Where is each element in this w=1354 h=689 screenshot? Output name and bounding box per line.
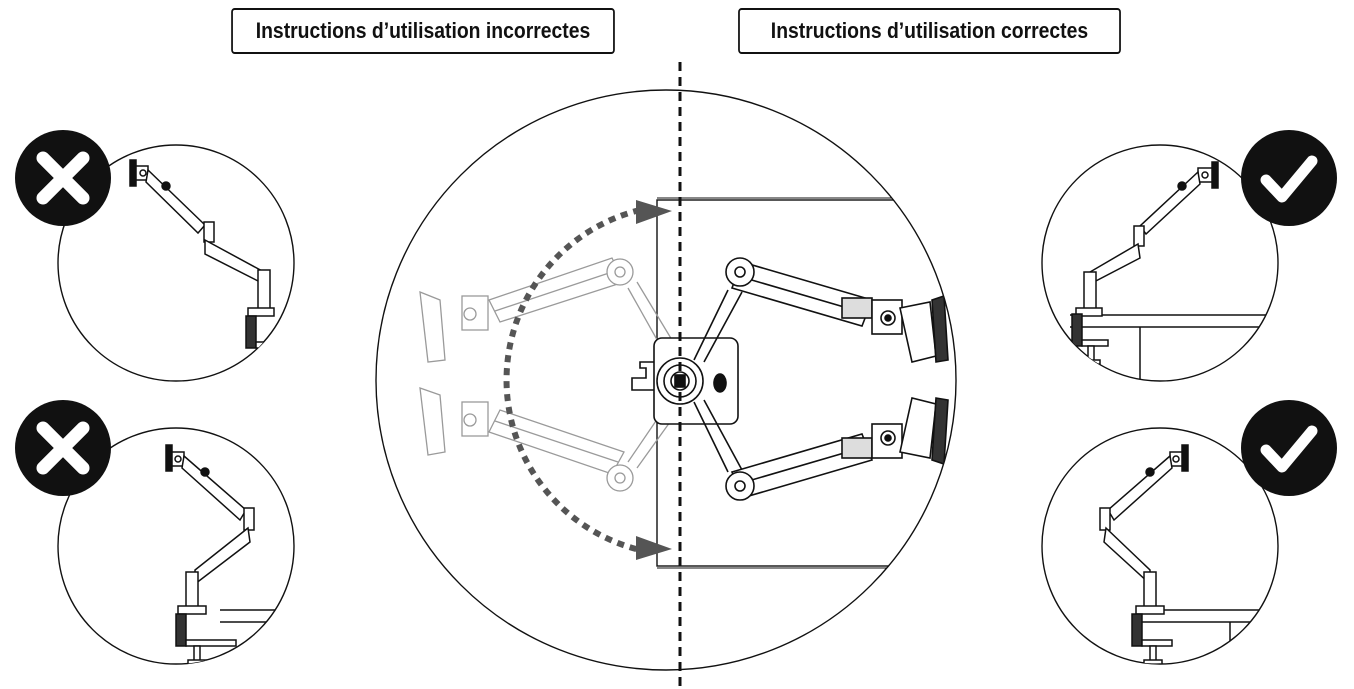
incorrect-instructions-label: Instructions d’utilisation incorrectes bbox=[231, 8, 615, 54]
solid-arm-lower bbox=[693, 397, 949, 501]
faded-arm-lower bbox=[419, 387, 676, 492]
incorrect-instructions-text: Instructions d’utilisation incorrectes bbox=[255, 18, 591, 43]
rotation-arc bbox=[503, 207, 641, 553]
arrow-up-head bbox=[636, 200, 672, 224]
cross-icon bbox=[15, 130, 111, 226]
solid-arm-upper bbox=[693, 257, 949, 363]
arrow-down-head bbox=[636, 536, 672, 560]
center-top-view bbox=[375, 89, 957, 671]
correct-instructions-text: Instructions d’utilisation correctes bbox=[770, 18, 1089, 43]
check-icon bbox=[1241, 130, 1337, 226]
check-icon bbox=[1241, 400, 1337, 496]
side-view-correct-bottom bbox=[1041, 427, 1279, 665]
side-view-correct-top bbox=[1041, 144, 1279, 382]
cross-icon bbox=[15, 400, 111, 496]
side-view-incorrect-top bbox=[57, 144, 295, 382]
correct-instructions-label: Instructions d’utilisation correctes bbox=[738, 8, 1121, 54]
